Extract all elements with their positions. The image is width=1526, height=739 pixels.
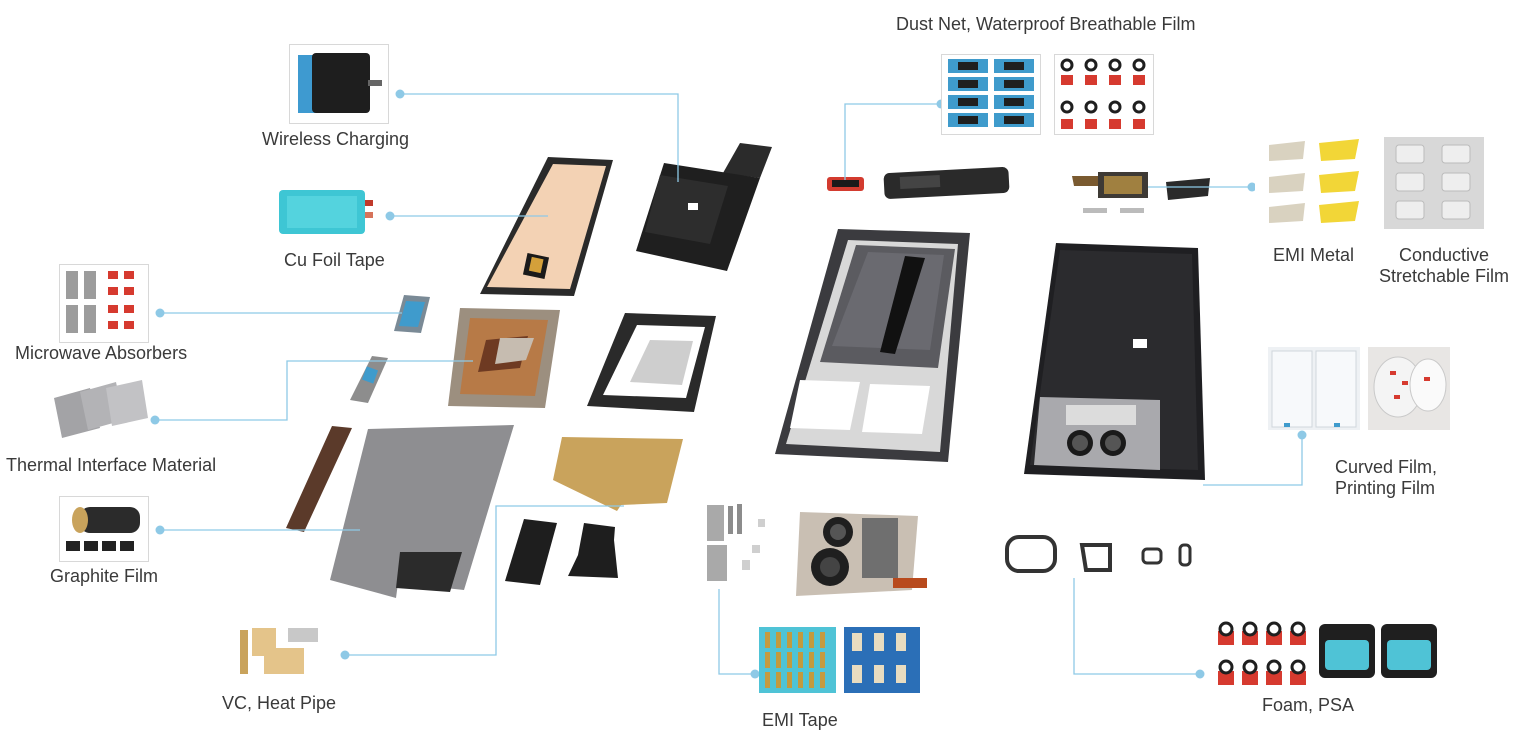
black-pad-right xyxy=(568,523,618,578)
label-microwave-absorbers: Microwave Absorbers xyxy=(15,343,188,363)
main-board xyxy=(448,308,560,408)
label-curved-line2: Printing Film xyxy=(1335,478,1436,498)
label-emi-tape: EMI Tape xyxy=(762,710,838,730)
callout-lines xyxy=(155,93,1303,675)
emi-clips xyxy=(707,504,765,581)
display-panel xyxy=(480,157,613,296)
label-foam-psa: Foam, PSA xyxy=(1262,695,1355,715)
label-graphite-film: Graphite Film xyxy=(50,566,159,586)
conductive-film-thumb xyxy=(1384,137,1484,229)
cu-foil-tape-thumb xyxy=(277,188,375,240)
label-conductive-stretchable-film: Conductive Stretchable Film xyxy=(1376,245,1512,287)
label-vc-heat-pipe: VC, Heat Pipe xyxy=(222,693,337,713)
thermal-interface-thumb xyxy=(50,378,150,440)
graphite-sheet xyxy=(330,425,514,598)
wireless-charging-coil xyxy=(636,143,772,271)
label-thermal-interface-material: Thermal Interface Material xyxy=(6,455,217,475)
curved-film-thumb xyxy=(1268,347,1360,430)
microwave-absorbers-thumb xyxy=(59,264,149,343)
label-cu-foil-tape: Cu Foil Tape xyxy=(284,250,385,270)
psa-thumb xyxy=(1317,620,1440,682)
label-emi-metal: EMI Metal xyxy=(1273,245,1355,265)
label-dust-net: Dust Net, Waterproof Breathable Film xyxy=(896,14,1196,34)
mid-frame xyxy=(587,313,716,412)
vc-plate xyxy=(553,437,683,511)
copper-strip xyxy=(286,426,352,532)
emi-metal-thumb xyxy=(1255,129,1365,229)
label-curved-line1: Curved Film, xyxy=(1335,457,1438,477)
phone-body xyxy=(775,229,970,462)
black-pad-left xyxy=(505,519,557,585)
camera-module xyxy=(796,512,927,596)
foam-thumb xyxy=(1216,617,1311,691)
camera-rings xyxy=(1005,535,1192,573)
label-conductive-line2: Stretchable Film xyxy=(1378,266,1510,286)
wireless-charging-thumb xyxy=(289,44,389,124)
graphite-film-thumb xyxy=(59,496,149,562)
dust-net-blue-thumb xyxy=(941,54,1041,135)
small-bracket xyxy=(350,356,388,403)
absorber-part xyxy=(394,295,430,333)
emi-tape-blue-thumb xyxy=(844,627,920,693)
vc-heat-pipe-thumb xyxy=(234,622,322,682)
label-wireless-charging: Wireless Charging xyxy=(262,129,410,149)
emi-tape-gold-thumb xyxy=(759,627,836,693)
dust-net-red-thumb xyxy=(1054,54,1154,135)
label-curved-film: Curved Film, Printing Film xyxy=(1335,457,1437,499)
sim-board xyxy=(1072,172,1210,213)
speaker-module xyxy=(883,167,1010,199)
back-cover xyxy=(1024,243,1205,480)
label-conductive-line1: Conductive xyxy=(1398,245,1490,265)
printing-film-thumb xyxy=(1368,347,1450,430)
